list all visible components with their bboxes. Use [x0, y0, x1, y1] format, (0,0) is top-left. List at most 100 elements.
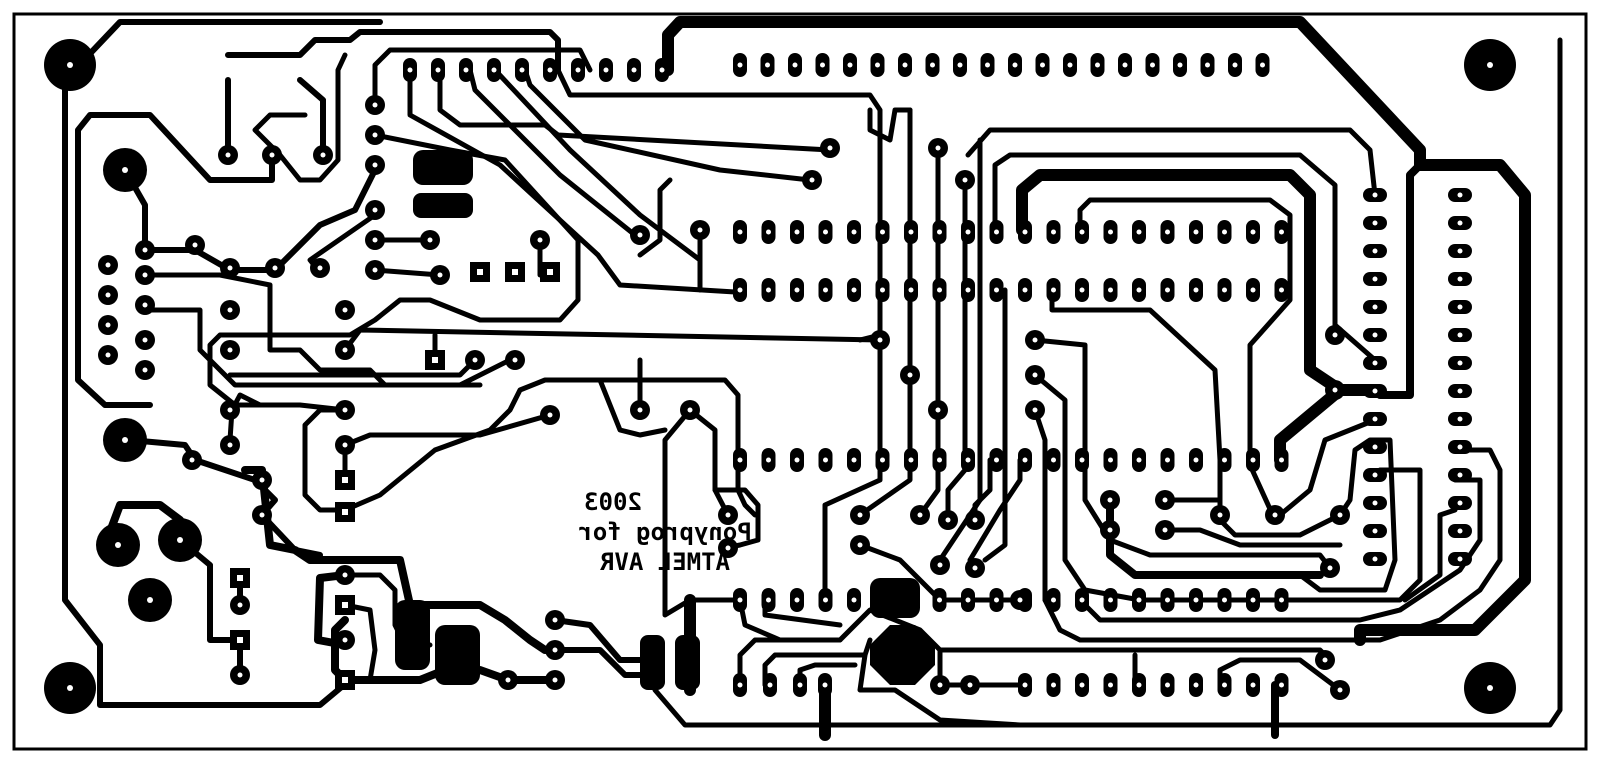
trace: [342, 412, 553, 448]
trace: [737, 597, 1333, 663]
trace: [127, 112, 275, 183]
drill-hole: [1457, 248, 1463, 254]
drill-hole: [1222, 457, 1227, 463]
drill-hole: [937, 597, 942, 603]
drill-hole: [342, 637, 348, 643]
drill-hole: [1457, 472, 1463, 478]
trace: [1376, 161, 1424, 399]
drill-hole: [1022, 682, 1028, 688]
trace: [1077, 197, 1293, 523]
drill-hole: [189, 457, 195, 463]
drill-hole: [972, 565, 978, 571]
drill-hole: [1372, 500, 1378, 506]
drill-hole: [342, 307, 348, 313]
drill-hole: [823, 457, 828, 463]
trace: [252, 52, 348, 183]
drill-hole: [547, 67, 553, 73]
drill-hole: [225, 152, 231, 158]
drill-hole: [1165, 229, 1170, 235]
drill-hole: [737, 229, 743, 235]
drill-hole: [1051, 597, 1056, 603]
drill-hole: [342, 407, 348, 413]
drill-hole: [725, 545, 731, 551]
drill-hole: [823, 287, 828, 293]
drill-hole: [725, 512, 731, 518]
trace: [637, 177, 673, 258]
drill-hole: [1177, 62, 1183, 68]
drill-hole: [1457, 332, 1463, 338]
trace: [297, 77, 326, 158]
drill-hole: [1136, 287, 1142, 293]
drill-hole: [1079, 597, 1085, 603]
drill-hole: [794, 229, 800, 235]
drill-hole: [1108, 287, 1113, 293]
drill-hole: [1279, 229, 1284, 235]
drill-hole: [820, 62, 825, 68]
drill-hole: [1107, 527, 1113, 533]
drill-hole: [142, 337, 148, 343]
drill-hole: [432, 357, 438, 363]
trace: [522, 67, 813, 183]
drill-hole: [994, 457, 999, 463]
drill-hole: [147, 597, 153, 603]
drill-hole: [1250, 597, 1256, 603]
drill-hole: [930, 62, 935, 68]
drill-hole: [1022, 457, 1028, 463]
drill-hole: [1337, 687, 1343, 693]
drill-hole: [767, 682, 773, 688]
drill-hole: [687, 407, 693, 413]
drill-hole: [907, 372, 913, 378]
drill-hole: [659, 67, 665, 73]
drill-hole: [105, 322, 111, 328]
drill-hole: [122, 437, 128, 443]
drill-hole: [1165, 597, 1170, 603]
drill-hole: [965, 287, 971, 293]
drill-hole: [67, 62, 73, 68]
drill-hole: [1232, 62, 1238, 68]
drill-hole: [237, 637, 243, 643]
drill-hole: [737, 597, 743, 603]
trace: [1402, 507, 1458, 603]
drill-hole: [1279, 457, 1284, 463]
drill-hole: [1012, 62, 1018, 68]
drill-hole: [1372, 528, 1378, 534]
drill-hole: [937, 457, 942, 463]
silkscreen-year: 2003: [584, 488, 642, 516]
drill-hole: [937, 229, 942, 235]
drill-hole: [227, 347, 233, 353]
drill-hole: [342, 602, 348, 608]
trace: [597, 377, 668, 438]
drill-hole: [847, 62, 853, 68]
trace: [662, 407, 743, 618]
drill-hole: [962, 177, 968, 183]
drill-hole: [1022, 229, 1028, 235]
drill-hole: [766, 287, 771, 293]
drill-hole: [1122, 62, 1128, 68]
drill-hole: [1250, 229, 1256, 235]
drill-hole: [794, 287, 800, 293]
drill-hole: [1457, 220, 1463, 226]
drill-hole: [1457, 276, 1463, 282]
drill-hole: [1327, 565, 1333, 571]
drill-hole: [122, 167, 128, 173]
drill-hole: [1322, 657, 1328, 663]
copper-pour: [870, 625, 935, 685]
drill-hole: [917, 512, 923, 518]
drill-hole: [1193, 287, 1199, 293]
trace: [1042, 447, 1503, 643]
drill-hole: [372, 102, 378, 108]
drill-hole: [105, 262, 111, 268]
drill-hole: [827, 145, 833, 151]
drill-hole: [1372, 304, 1378, 310]
drill-hole: [342, 509, 348, 515]
drill-hole: [237, 602, 243, 608]
drill-hole: [1487, 62, 1493, 68]
drill-hole: [851, 287, 857, 293]
trace: [992, 152, 1338, 328]
drill-hole: [1457, 528, 1463, 534]
drill-hole: [851, 597, 857, 603]
drill-hole: [1372, 472, 1378, 478]
drill-hole: [142, 247, 148, 253]
copper-pour: [640, 635, 665, 690]
